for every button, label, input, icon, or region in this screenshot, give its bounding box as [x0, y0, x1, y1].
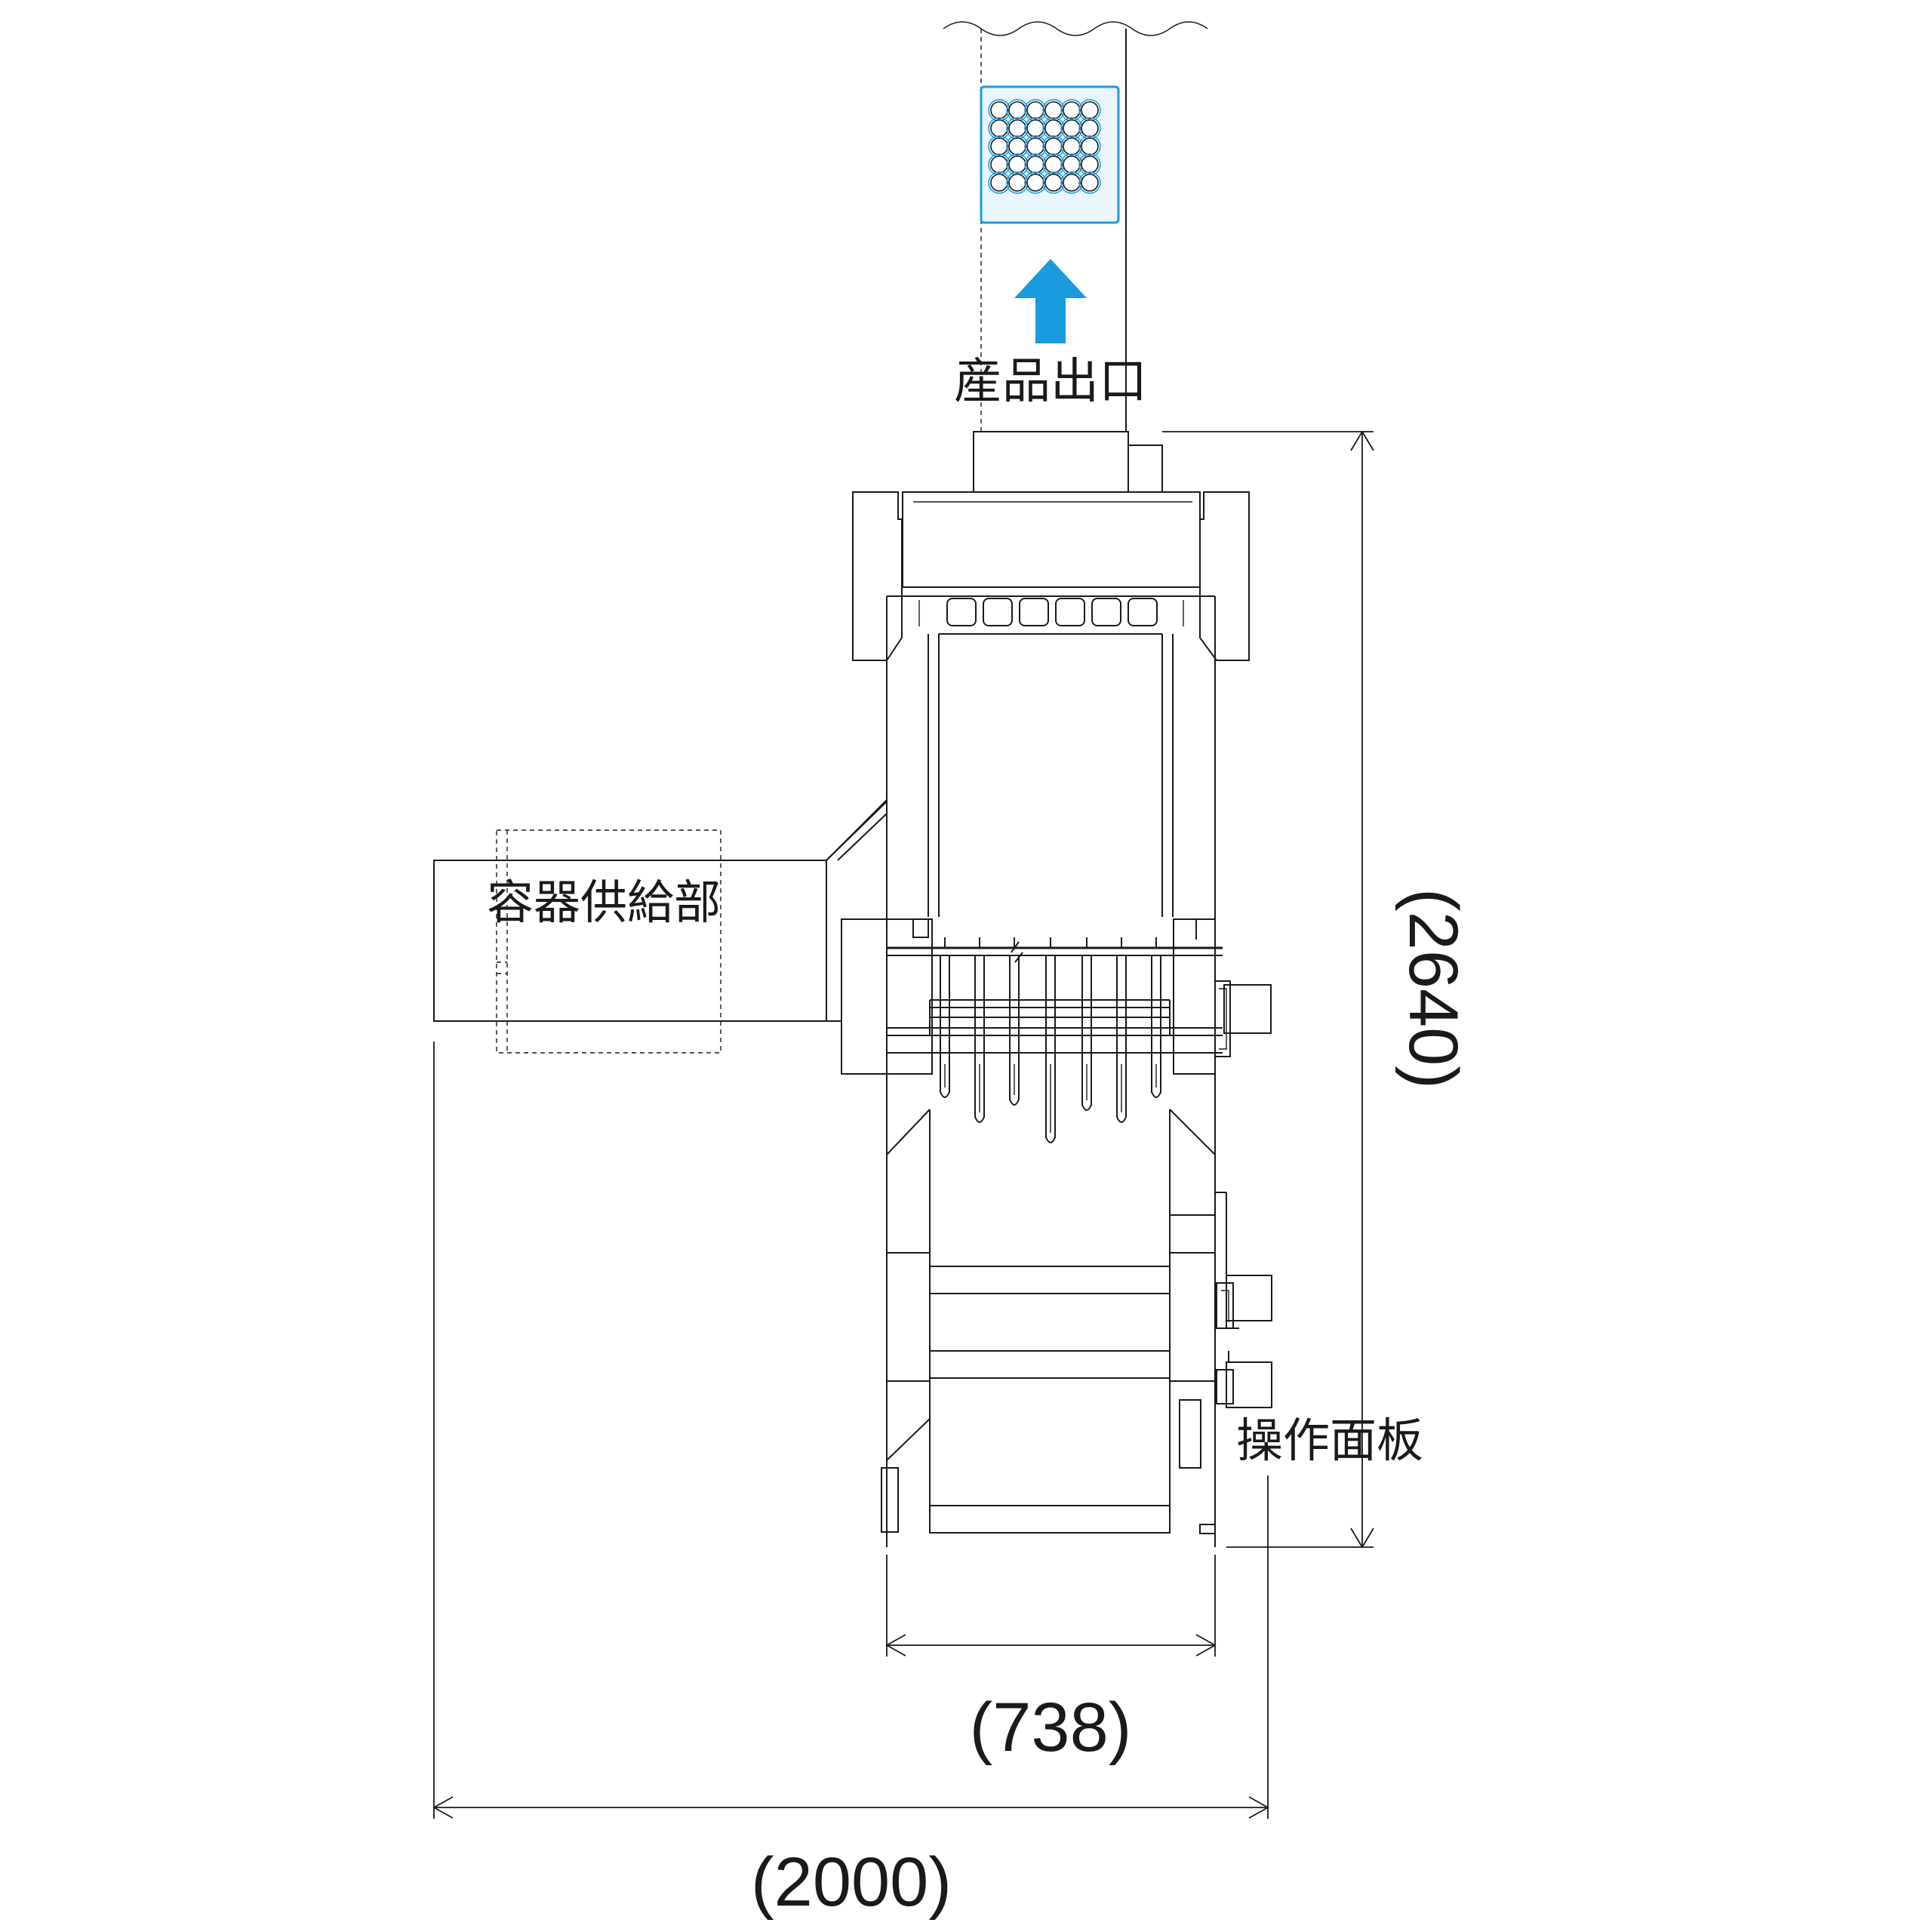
- outlet-direction-arrow: [1014, 259, 1087, 343]
- tray-cup: [1044, 119, 1063, 137]
- tray-cup: [1008, 119, 1026, 137]
- tray-cup: [1026, 155, 1044, 174]
- tray-cup: [1044, 137, 1063, 155]
- product-outlet-label: 産品出口: [954, 354, 1147, 408]
- container-supply-unit: [433, 799, 888, 1054]
- tray-cup: [1008, 174, 1026, 192]
- filling-nozzle: [974, 937, 985, 1123]
- tray-cup: [1044, 155, 1063, 174]
- tray-cup: [990, 155, 1008, 174]
- container-supply-label: 容器供給部: [487, 877, 721, 929]
- tray-cup: [1063, 119, 1081, 137]
- tray-cup: [1063, 101, 1081, 119]
- tray-cup: [1008, 155, 1026, 174]
- tray-cup: [1081, 119, 1099, 137]
- tray-cup: [1026, 119, 1044, 137]
- filling-nozzle: [1081, 937, 1092, 1111]
- product-tray: [980, 85, 1120, 224]
- head-buttons: [946, 598, 1158, 626]
- tray-cup: [990, 101, 1008, 119]
- filling-nozzle: [940, 937, 950, 1098]
- filling-nozzle: [1116, 937, 1127, 1123]
- total-width-dimension-label: (2000): [751, 1844, 952, 1921]
- tray-cup: [1081, 101, 1099, 119]
- body-width-dimension-label: (738): [970, 1689, 1132, 1766]
- filling-nozzle: [1151, 937, 1161, 1098]
- tray-cup: [990, 174, 1008, 192]
- tray-cup-ring: [1078, 171, 1101, 194]
- tray-cup: [1063, 155, 1081, 174]
- tray-cup: [1044, 101, 1063, 119]
- dimension-total-width: [432, 1041, 1269, 1819]
- height-dimension-label: (2640): [1395, 888, 1472, 1089]
- tray-cup: [1044, 174, 1063, 192]
- tray-cup: [1081, 155, 1099, 174]
- tray-cup: [1026, 101, 1044, 119]
- operation-panel-label: 操作面板: [1236, 1415, 1423, 1467]
- filling-nozzle: [1045, 937, 1056, 1143]
- frame-braces: [826, 801, 1216, 1461]
- operation-panel: [1179, 1399, 1201, 1469]
- tray-cup: [1081, 174, 1099, 192]
- tray-cup: [1026, 137, 1044, 155]
- side-motors: [1216, 1275, 1272, 1408]
- dimension-height: [1162, 430, 1374, 1549]
- tray-cup: [990, 137, 1008, 155]
- tray-cup: [990, 119, 1008, 137]
- tray-cup: [1063, 174, 1081, 192]
- tray-cup: [1026, 174, 1044, 192]
- tray-cup: [1008, 101, 1026, 119]
- machine-top-head: [852, 431, 1250, 664]
- filling-nozzle: [1009, 937, 1020, 1106]
- filling-nozzle-assembly: [841, 918, 1272, 1143]
- tray-cup: [1081, 137, 1099, 155]
- tray-cup: [1063, 137, 1081, 155]
- dimension-body-width: [885, 1555, 1217, 1657]
- tray-cup: [1008, 137, 1026, 155]
- lower-bins: [929, 1266, 1171, 1534]
- machine-frame: [881, 633, 1227, 1547]
